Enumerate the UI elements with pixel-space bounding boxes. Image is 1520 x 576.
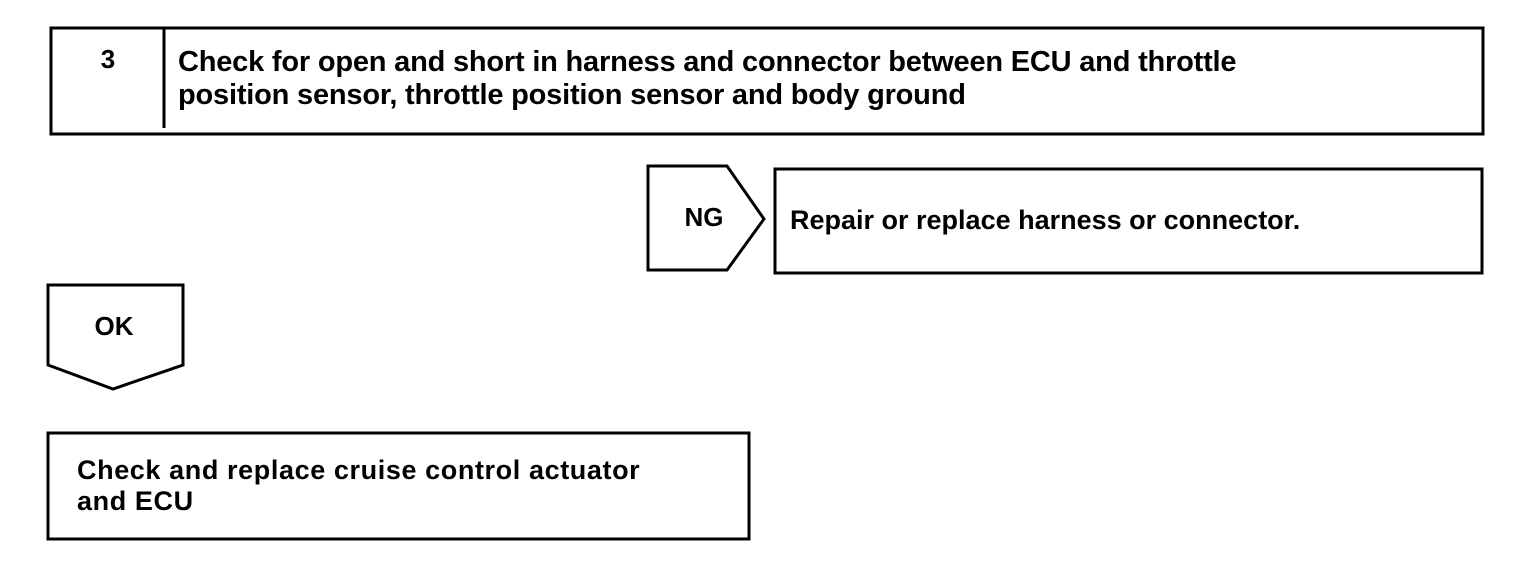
ng-arrow-shape <box>646 164 766 272</box>
ok-action-line-2: and ECU <box>77 486 194 516</box>
step-number: 3 <box>100 44 116 74</box>
ok-arrow-shape <box>46 283 185 391</box>
ng-label: NG <box>684 202 724 232</box>
ng-action-text: Repair or replace harness or connector. <box>790 205 1301 235</box>
step-title: Check for open and short in harness and … <box>178 46 1237 112</box>
step-title-line-2: position sensor, throttle position senso… <box>178 79 966 111</box>
step-header-box <box>49 26 1485 136</box>
ng-action-box <box>773 167 1484 275</box>
ok-label: OK <box>94 311 134 341</box>
ok-action-line-1: Check and replace cruise control actuato… <box>77 455 641 485</box>
ok-action-text: Check and replace cruise control actuato… <box>77 455 640 517</box>
step-title-line-1: Check for open and short in harness and … <box>178 46 1237 78</box>
ok-action-box <box>46 431 751 541</box>
